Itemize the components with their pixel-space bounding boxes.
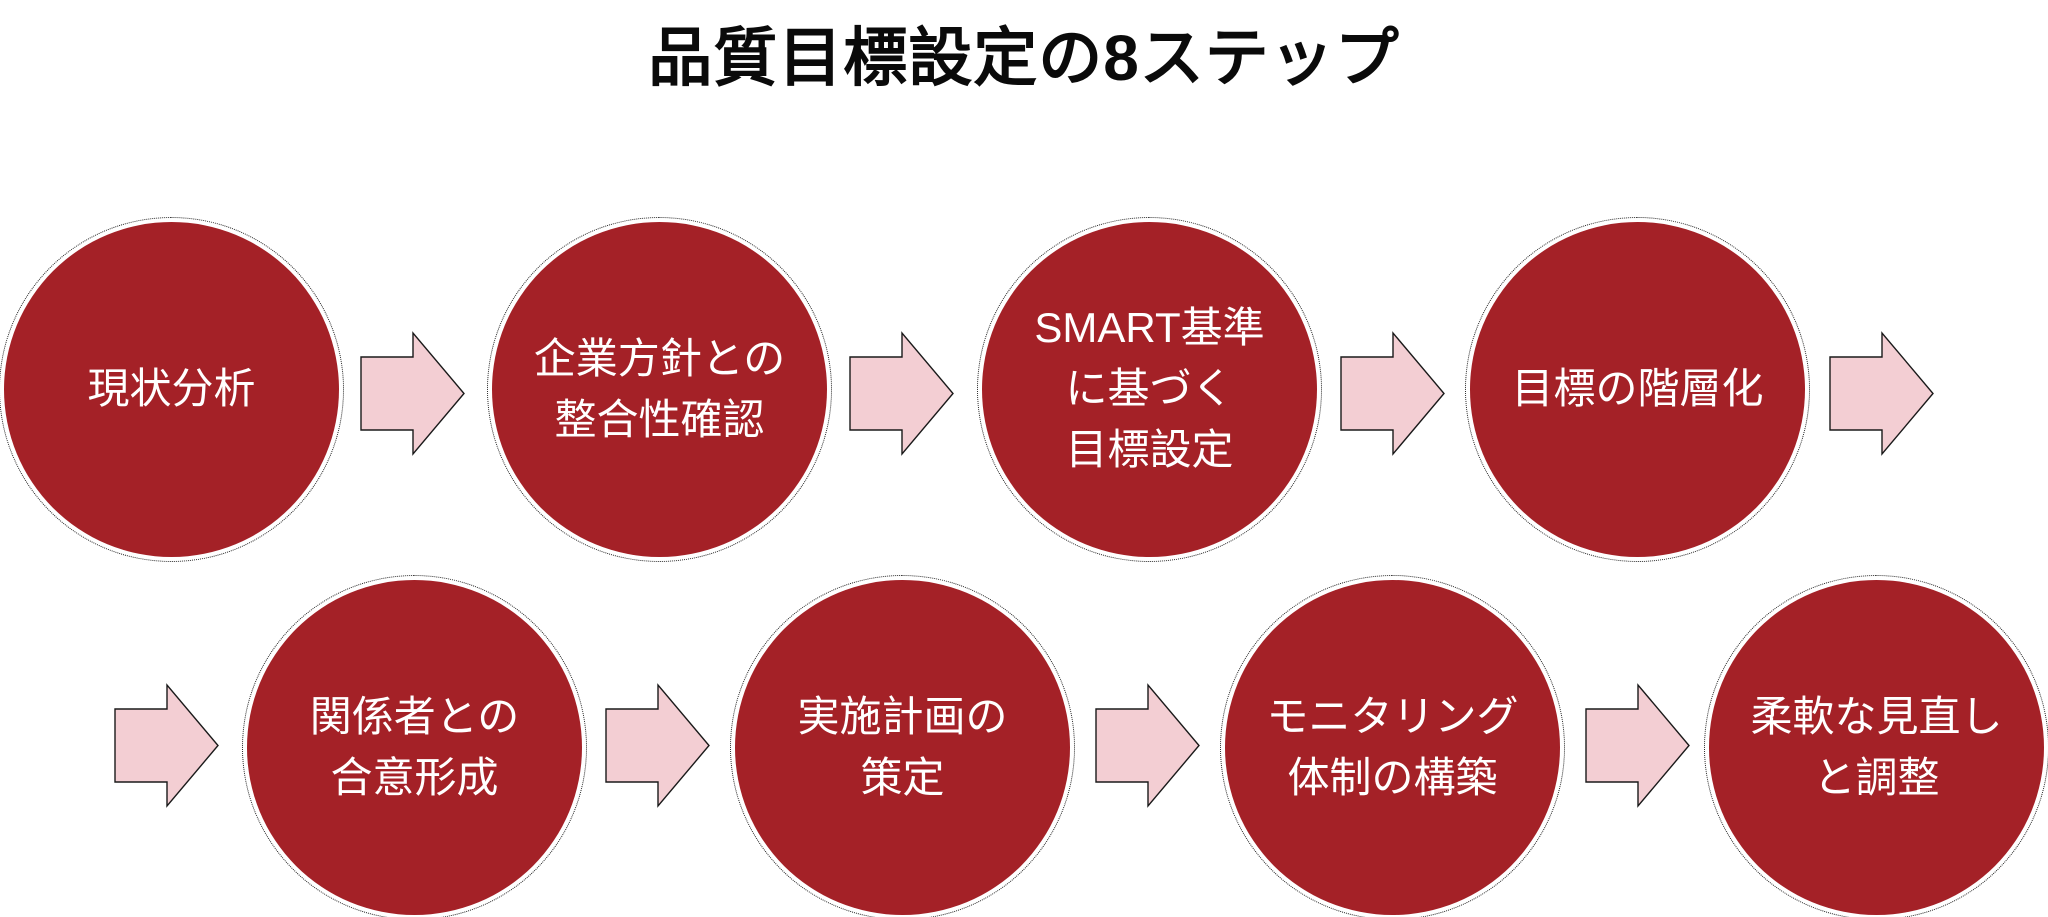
flow-arrow-right-icon-8 xyxy=(1585,683,1690,808)
step-circle-2-fill: 企業方針との 整合性確認 xyxy=(492,222,827,557)
diagram-title: 品質目標設定の8ステップ xyxy=(648,22,1400,94)
step-circle-6-fill: 実施計画の 策定 xyxy=(735,580,1070,915)
flow-arrow-right-icon-5 xyxy=(114,683,219,808)
step-circle-8-fill: 柔軟な見直し と調整 xyxy=(1709,580,2044,915)
step-circle-3-fill: SMART基準 に基づく 目標設定 xyxy=(982,222,1317,557)
step-label-6: 実施計画の 策定 xyxy=(797,692,1008,801)
step-circle-5: 関係者との 合意形成 xyxy=(242,575,587,917)
step-circle-1: 現状分析 xyxy=(0,217,344,562)
step-circle-6: 実施計画の 策定 xyxy=(730,575,1075,917)
flow-arrow-right-icon-2 xyxy=(849,331,954,456)
step-label-2: 企業方針との 整合性確認 xyxy=(533,334,786,443)
flow-arrow-right-icon-6 xyxy=(605,683,710,808)
step-circle-5-fill: 関係者との 合意形成 xyxy=(247,580,582,915)
step-label-7: モニタリング 体制の構築 xyxy=(1266,692,1519,801)
step-circle-7-fill: モニタリング 体制の構築 xyxy=(1225,580,1560,915)
flow-arrow-right-icon-3 xyxy=(1340,331,1445,456)
step-label-8: 柔軟な見直し と調整 xyxy=(1750,692,2003,801)
step-circle-2: 企業方針との 整合性確認 xyxy=(487,217,832,562)
step-circle-4-fill: 目標の階層化 xyxy=(1470,222,1805,557)
flow-arrow-right-icon-4 xyxy=(1829,331,1934,456)
step-circle-3: SMART基準 に基づく 目標設定 xyxy=(977,217,1322,562)
flow-arrow-right-icon-1 xyxy=(360,331,465,456)
step-circle-4: 目標の階層化 xyxy=(1465,217,1810,562)
flow-arrow-right-icon-7 xyxy=(1095,683,1200,808)
step-label-4: 目標の階層化 xyxy=(1511,365,1764,413)
step-label-1: 現状分析 xyxy=(87,365,256,413)
step-circle-8: 柔軟な見直し と調整 xyxy=(1704,575,2048,917)
step-label-5: 関係者との 合意形成 xyxy=(309,692,520,801)
step-label-3: SMART基準 に基づく 目標設定 xyxy=(1034,304,1265,473)
step-circle-7: モニタリング 体制の構築 xyxy=(1220,575,1565,917)
step-circle-1-fill: 現状分析 xyxy=(4,222,339,557)
